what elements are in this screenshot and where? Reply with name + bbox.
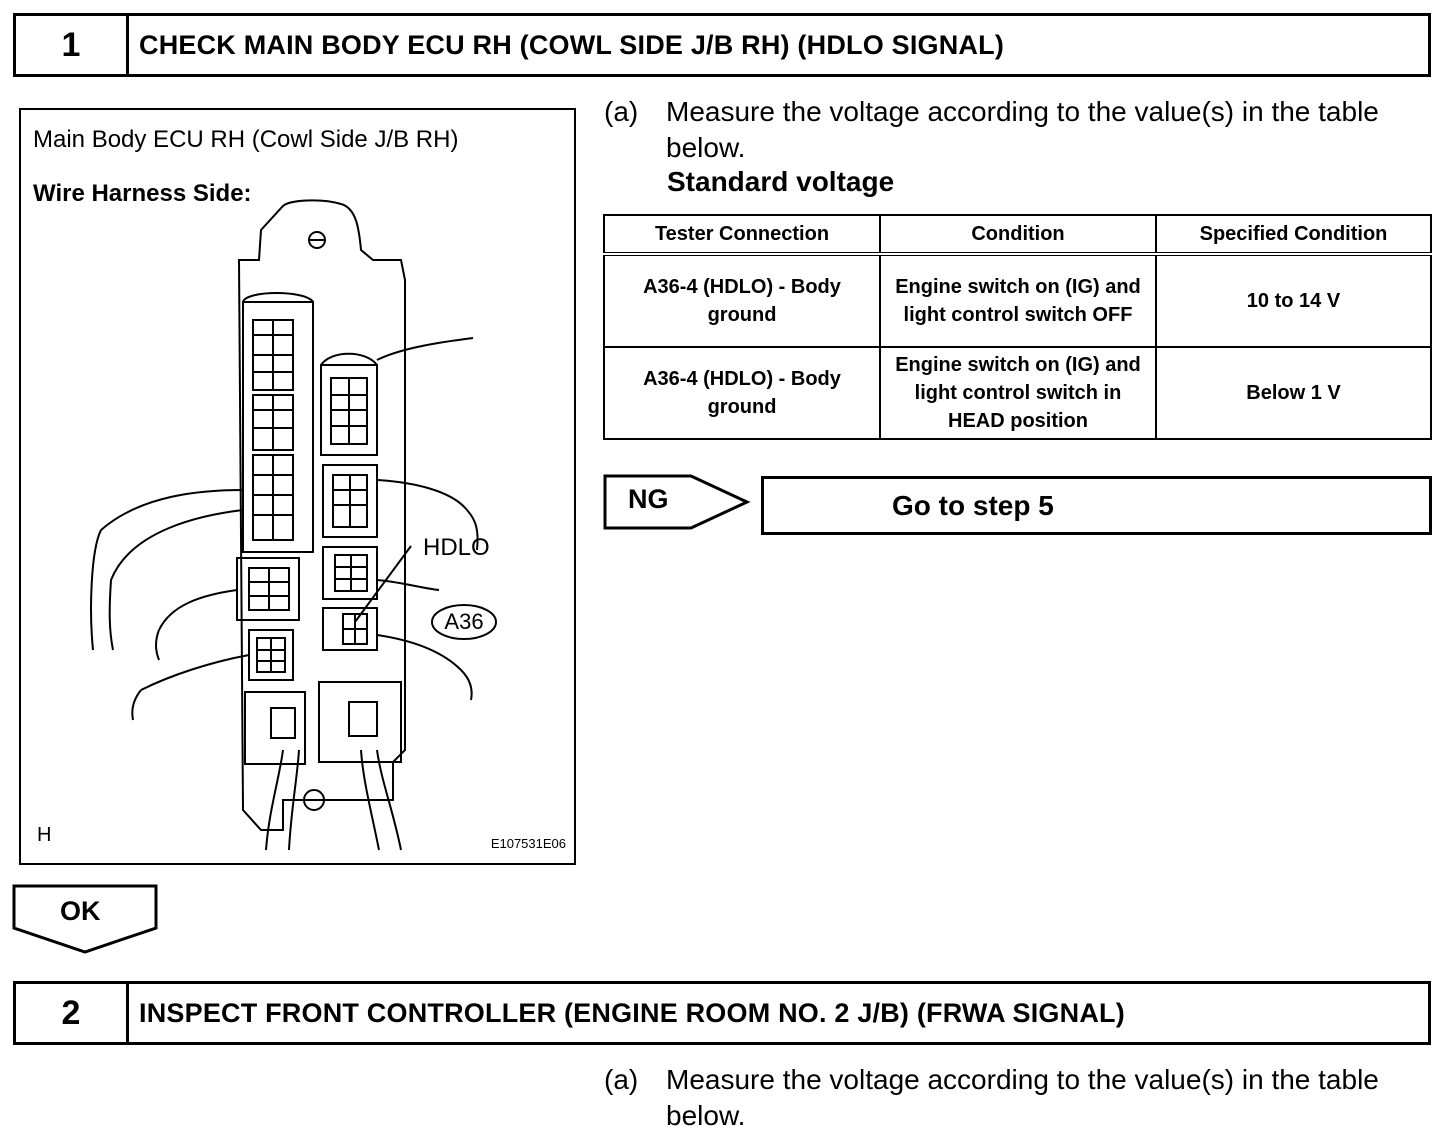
standard-voltage-table: Tester Connection Condition Specified Co… xyxy=(603,214,1432,440)
step-2-header: 2 INSPECT FRONT CONTROLLER (ENGINE ROOM … xyxy=(13,981,1431,1045)
instruction-2-label: (a) xyxy=(604,1064,639,1095)
table-row: A36-4 (HDLO) - Body ground Engine switch… xyxy=(603,346,1432,440)
figure-caption: Main Body ECU RH (Cowl Side J/B RH) xyxy=(33,126,459,153)
cell-condition: Engine switch on (IG) and light control … xyxy=(879,253,1157,348)
step-1-header: 1 CHECK MAIN BODY ECU RH (COWL SIDE J/B … xyxy=(13,13,1431,77)
table-row: A36-4 (HDLO) - Body ground Engine switch… xyxy=(603,253,1432,348)
header-condition: Condition xyxy=(879,214,1157,256)
step-2-number: 2 xyxy=(16,984,129,1042)
step-1-title: CHECK MAIN BODY ECU RH (COWL SIDE J/B RH… xyxy=(139,29,1005,60)
ng-label: NG xyxy=(628,484,669,514)
step-2-title: INSPECT FRONT CONTROLLER (ENGINE ROOM NO… xyxy=(139,997,1125,1028)
instruction-1-text: Measure the voltage according to the val… xyxy=(666,96,1379,163)
header-specified-condition: Specified Condition xyxy=(1155,214,1432,256)
go-to-step-5-link[interactable]: Go to step 5 xyxy=(761,476,1432,535)
standard-voltage-heading: Standard voltage xyxy=(667,166,895,197)
figure-code: E107531E06 xyxy=(490,836,566,851)
instruction-1-label: (a) xyxy=(604,96,639,127)
instruction-2-text: Measure the voltage according to the val… xyxy=(666,1064,1379,1131)
instruction-2: (a) Measure the voltage according to the… xyxy=(604,1062,1404,1134)
ng-arrow-icon xyxy=(603,474,751,530)
cell-specified: 10 to 14 V xyxy=(1155,253,1432,348)
cell-condition: Engine switch on (IG) and light control … xyxy=(879,346,1157,440)
junction-block-drawing xyxy=(90,199,497,851)
step-1-number: 1 xyxy=(16,16,129,74)
hdlo-callout: HDLO xyxy=(423,534,490,561)
a36-callout: A36 xyxy=(444,609,484,634)
figure-corner-letter: H xyxy=(37,824,52,846)
table-header-row: Tester Connection Condition Specified Co… xyxy=(603,214,1432,256)
header-tester-connection: Tester Connection xyxy=(603,214,881,256)
cell-connection: A36-4 (HDLO) - Body ground xyxy=(603,253,881,348)
cell-connection: A36-4 (HDLO) - Body ground xyxy=(603,346,881,440)
figure-subcaption: Wire Harness Side: xyxy=(33,180,252,207)
connector-diagram: Main Body ECU RH (Cowl Side J/B RH) Wire… xyxy=(19,108,576,865)
ok-label: OK xyxy=(60,896,101,926)
ok-arrow-icon xyxy=(12,884,158,954)
instruction-1: (a) Measure the voltage according to the… xyxy=(604,94,1404,166)
cell-specified: Below 1 V xyxy=(1155,346,1432,440)
